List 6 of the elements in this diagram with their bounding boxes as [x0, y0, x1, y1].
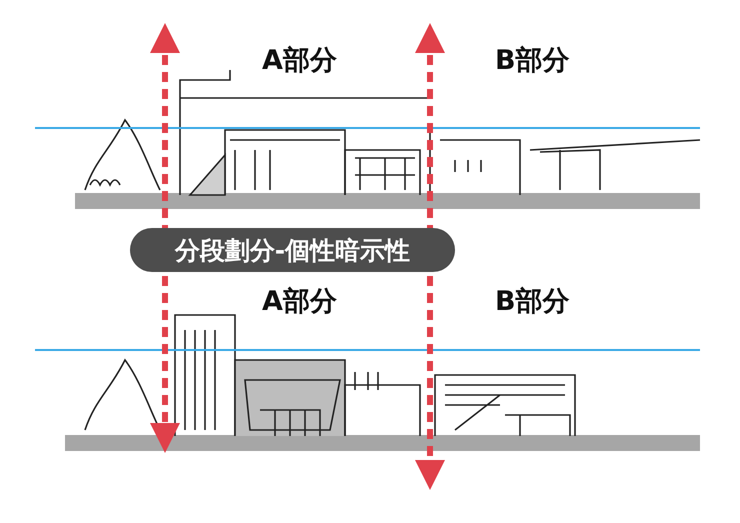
heading-text: 分段劃分-個性暗示性 [174, 234, 410, 266]
section-label: A部分 [262, 285, 337, 319]
section-label: B部分 [495, 44, 570, 78]
section-label: B部分 [495, 285, 570, 319]
heading-pill [130, 228, 455, 272]
section-label: A部分 [262, 44, 337, 78]
